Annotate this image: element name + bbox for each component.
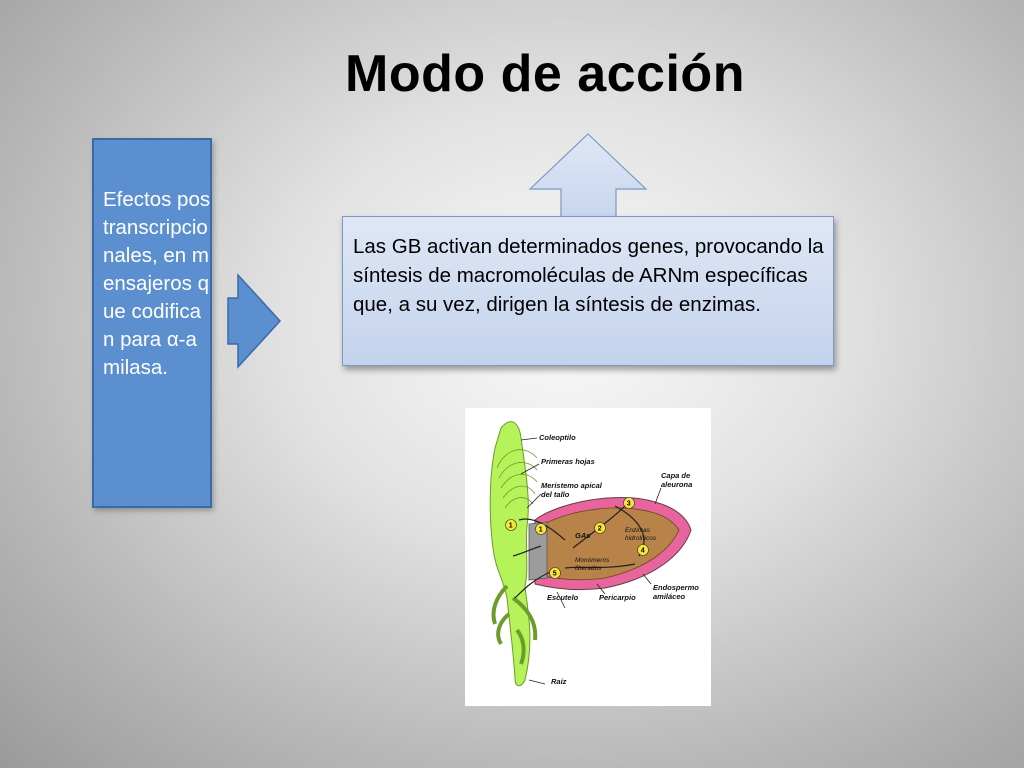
up-arrow-icon xyxy=(528,133,648,221)
label-monomeros-1: Monómeros xyxy=(575,557,610,564)
svg-text:1: 1 xyxy=(509,523,513,530)
svg-text:4: 4 xyxy=(641,548,645,555)
label-enzimas-1: Enzimas xyxy=(625,527,651,534)
svg-text:2: 2 xyxy=(598,526,602,533)
label-enzimas-2: hidrolíticos xyxy=(625,535,657,542)
step-marker-2: 2 xyxy=(594,522,606,534)
left-text-box xyxy=(92,138,212,508)
step-marker-4: 4 xyxy=(637,544,649,556)
label-capa-1: Capa de xyxy=(661,471,690,480)
svg-text:1: 1 xyxy=(539,527,543,534)
label-endospermo-1: Endospermo xyxy=(653,583,699,592)
svg-text:5: 5 xyxy=(553,571,557,578)
label-meristemo-1: Meristemo apical xyxy=(541,481,603,490)
main-box-text: Las GB activan determinados genes, provo… xyxy=(353,235,824,316)
step-marker-1a: 1 xyxy=(505,519,517,531)
label-raiz: Raíz xyxy=(551,677,567,686)
seed-diagram: 1 1 2 3 4 5 Coleoptilo Primeras hojas Me… xyxy=(465,408,711,706)
slide-title: Modo de acción xyxy=(345,45,745,103)
left-box-text: Efectos postranscripcionales, en mensaje… xyxy=(103,188,211,379)
step-marker-1b: 1 xyxy=(535,523,547,535)
seed-germination-illustration: 1 1 2 3 4 5 Coleoptilo Primeras hojas Me… xyxy=(489,421,699,687)
right-arrow-icon xyxy=(227,273,282,369)
main-text-box xyxy=(342,216,834,366)
label-endospermo-2: amiláceo xyxy=(653,592,686,601)
label-meristemo-2: del tallo xyxy=(541,490,570,499)
step-marker-5: 5 xyxy=(549,567,561,579)
label-gas: GAs xyxy=(575,531,590,540)
step-marker-3: 3 xyxy=(623,497,635,509)
label-coleoptilo: Coleoptilo xyxy=(539,433,576,442)
label-pericarpio: Pericarpio xyxy=(599,593,636,602)
svg-text:3: 3 xyxy=(627,501,631,508)
label-escutelo: Escutelo xyxy=(547,593,579,602)
label-primeras-hojas: Primeras hojas xyxy=(541,457,595,466)
label-capa-2: aleurona xyxy=(661,480,692,489)
label-monomeros-2: liberados xyxy=(575,565,602,572)
